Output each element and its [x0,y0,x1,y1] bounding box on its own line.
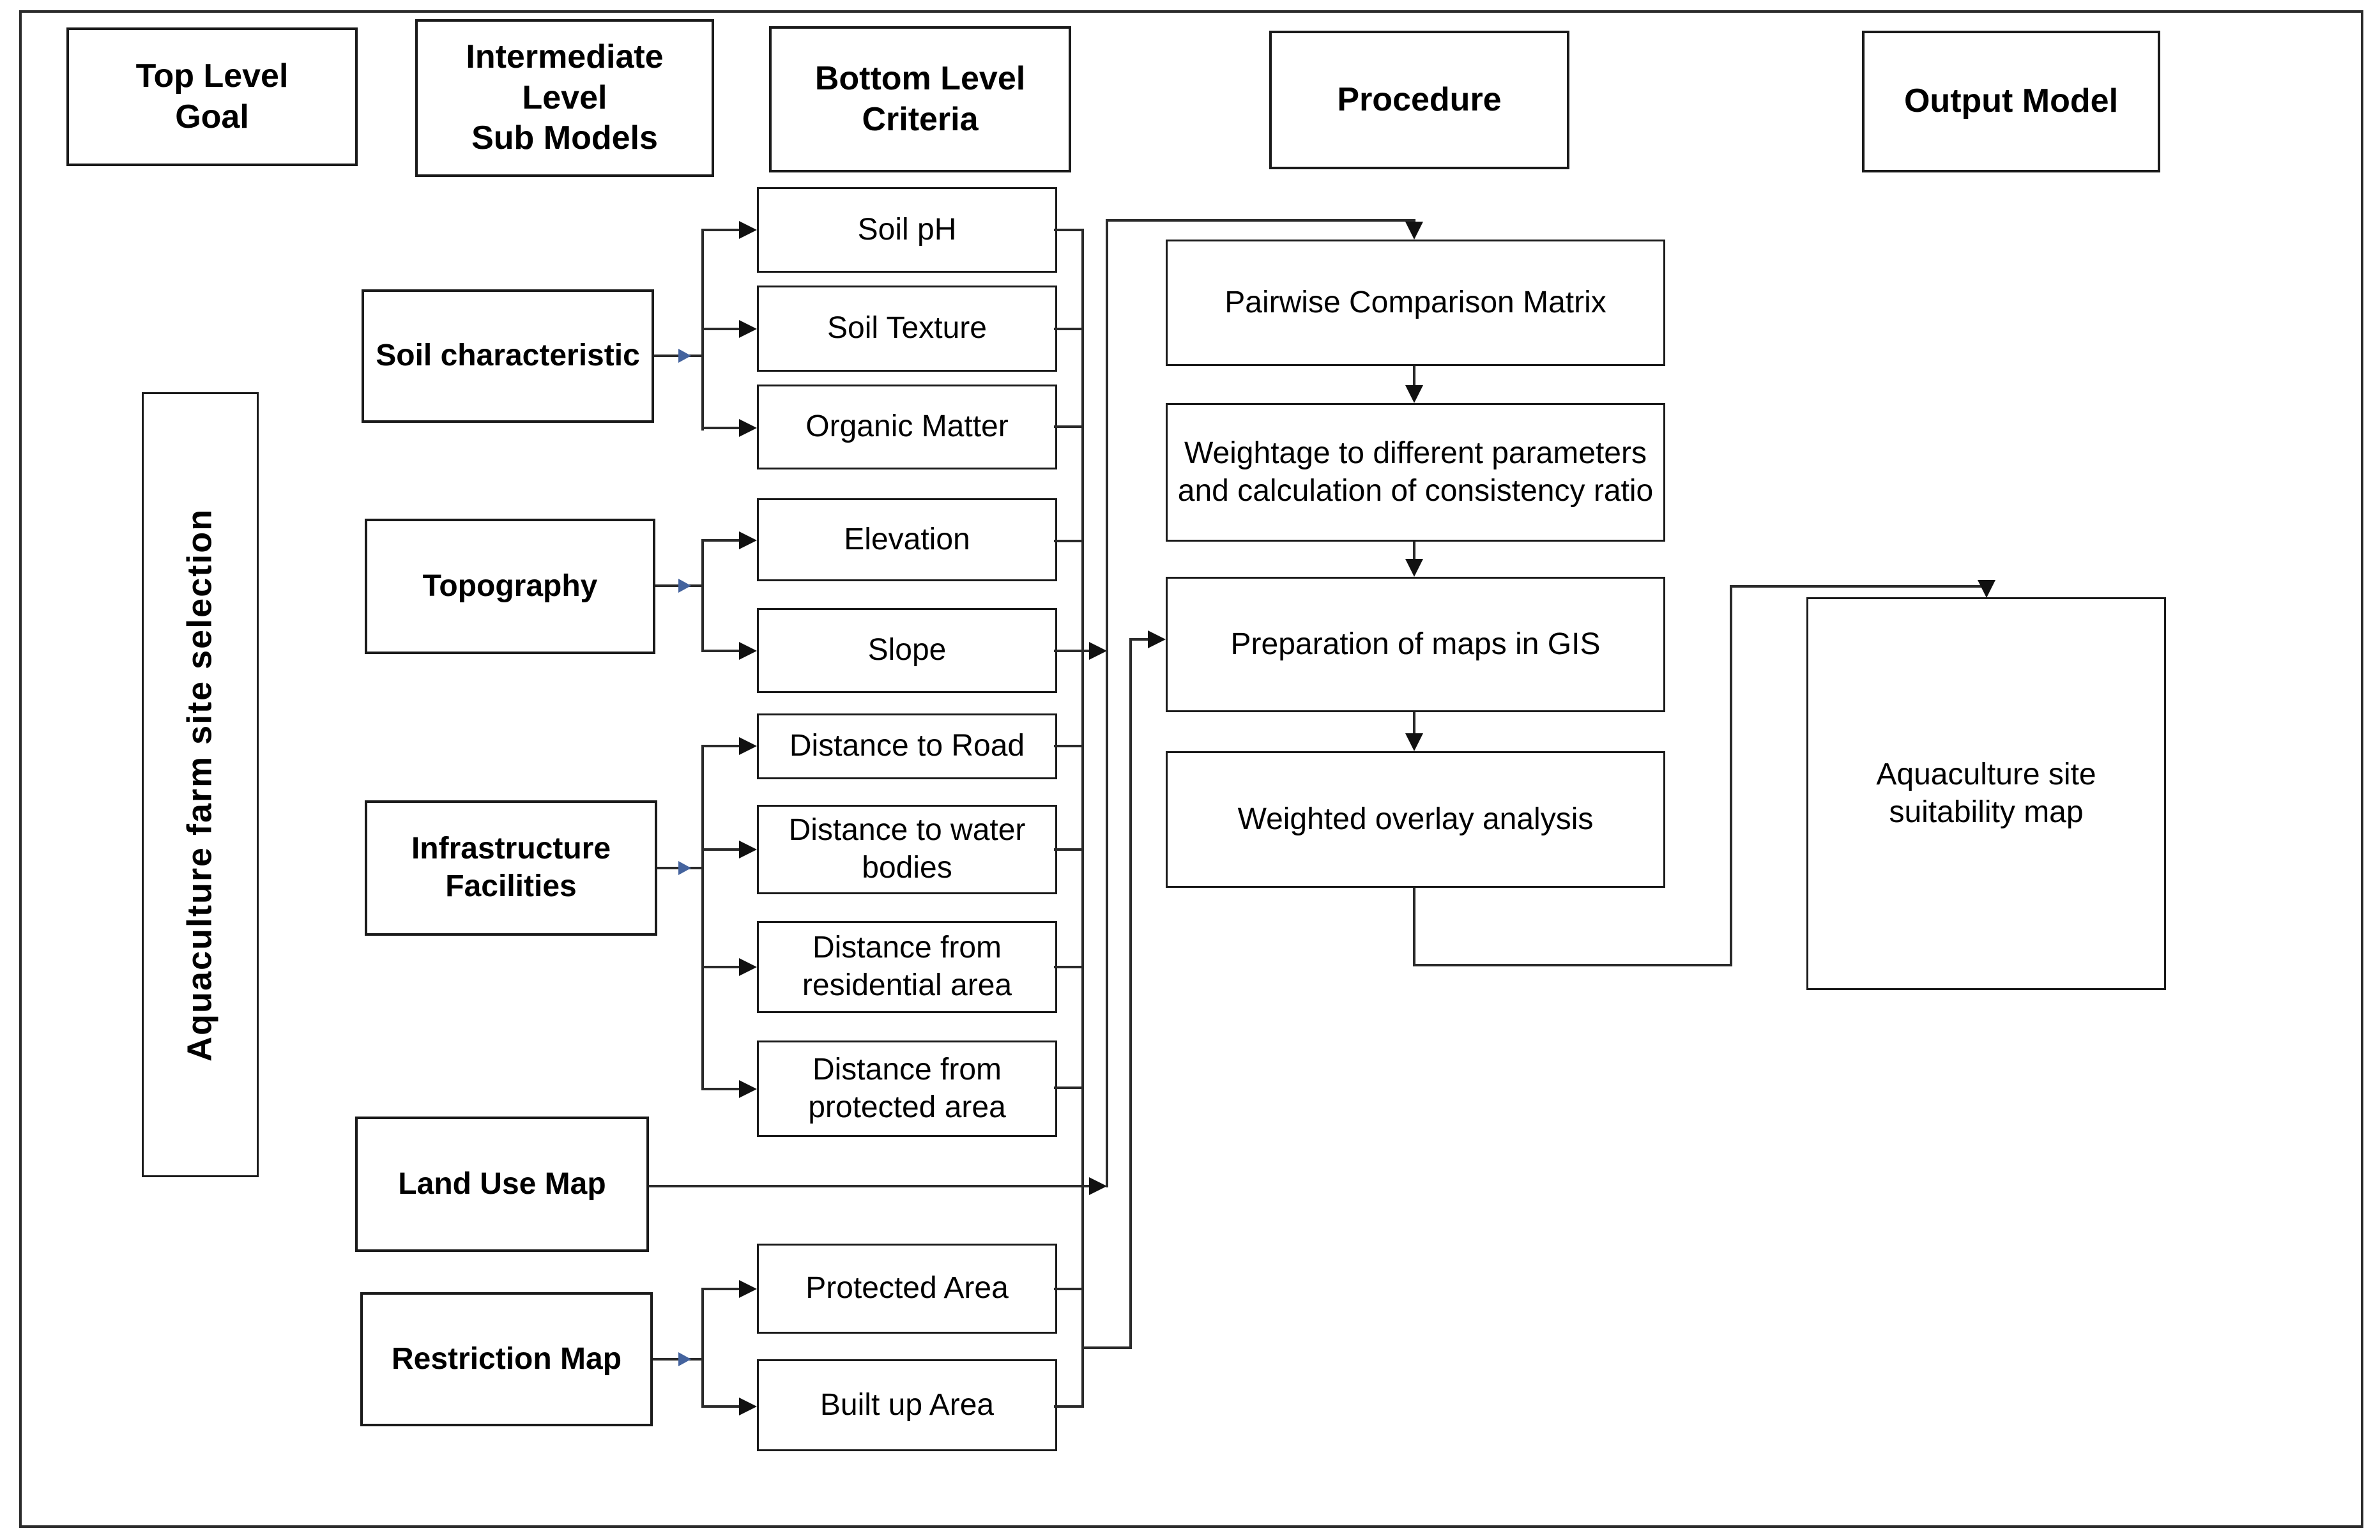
output-aquaculture-site-suitability-map: Aquaculture site suitability map [1806,597,2166,990]
procedure-preparation-of-maps-in-gis: Preparation of maps in GIS [1166,577,1665,712]
arrowhead-slope-to-collector [1089,642,1107,660]
arrowhead-distance-to-road [739,737,757,755]
blue-arrowhead-soil [678,349,691,363]
header-intermediate-level-sub-models: Intermediate Level Sub Models [415,19,714,177]
criteria-protected-area: Protected Area [757,1244,1057,1334]
criteria-organic-matter: Organic Matter [757,385,1057,469]
criteria-built-up-area: Built up Area [757,1359,1057,1451]
criteria-distance-to-water-bodies: Distance to water bodies [757,805,1057,894]
arrowhead-into-preparation-gis [1148,630,1166,648]
pairwise-collector-vline [1106,219,1108,1187]
header-line: Top Level [135,57,289,95]
stub-distance-to-water-bodies [1054,848,1083,851]
output-connector-top-line [1730,585,1988,588]
arrowhead-into-pairwise [1405,222,1423,240]
submodel-soil-characteristic: Soil characteristic [362,289,654,423]
submodel-restriction-map: Restriction Map [360,1292,653,1426]
arrowhead-soil-ph [739,221,757,239]
header-top-level-goal: Top Level Goal [66,27,358,166]
stub-built-up-area [1054,1405,1083,1408]
restriction-junction-stem-line [653,1358,703,1361]
branch-line-soil-texture [703,328,741,330]
procedure-weighted-overlay-analysis: Weighted overlay analysis [1166,751,1665,888]
procedure-pairwise-comparison-matrix: Pairwise Comparison Matrix [1166,240,1665,366]
branch-line-elevation [703,539,741,542]
criteria-soil-texture: Soil Texture [757,286,1057,372]
output-connector-down-stub [1413,888,1415,966]
arrowhead-distance-from-residential [739,958,757,976]
chain-line-weightage-preparation [1413,542,1415,560]
header-line: Criteria [862,100,979,138]
arrowhead-built-up-area [739,1398,757,1415]
criteria-distance-from-residential-area: Distance from residential area [757,921,1057,1013]
land-use-map-line [649,1185,1090,1187]
branch-line-built-up-area [703,1405,741,1408]
header-line: Level [522,79,607,116]
header-procedure: Procedure [1269,31,1569,169]
branch-line-distance-from-residential [703,966,741,968]
topography-junction-vline [701,539,704,652]
stub-soil-texture [1054,328,1083,330]
branch-line-distance-from-protected [703,1088,741,1090]
arrowhead-slope [739,642,757,660]
arrowhead-distance-to-water-bodies [739,841,757,858]
arrowhead-protected-area [739,1280,757,1298]
restriction-junction-vline [701,1288,704,1408]
arrowhead-into-weightage [1405,385,1423,403]
criteria-slope: Slope [757,608,1057,693]
arrowhead-into-overlay [1405,733,1423,751]
infrastructure-junction-vline [701,745,704,1090]
criteria-distance-from-protected-area: Distance from protected area [757,1041,1057,1137]
gis-collector-bottom-tee [1083,1346,1132,1349]
branch-line-distance-to-road [703,745,741,747]
branch-line-protected-area [703,1288,741,1290]
header-bottom-level-criteria: Bottom Level Criteria [769,26,1071,172]
chain-line-preparation-overlay [1413,712,1415,735]
chain-line-pairwise-weightage [1413,366,1415,386]
blue-arrowhead-topography [678,579,691,593]
branch-line-organic-matter [703,427,741,429]
arrowhead-elevation [739,531,757,549]
stub-soil-ph [1054,229,1083,231]
submodel-topography: Topography [365,519,655,654]
header-line: Sub Models [471,119,658,157]
arrowhead-soil-texture [739,320,757,338]
arrowhead-organic-matter [739,419,757,437]
criteria-collector-vline [1081,229,1084,1408]
stub-distance-to-road [1054,745,1083,747]
arrowhead-distance-from-protected [739,1080,757,1098]
stub-elevation [1054,540,1083,542]
arrowhead-land-use-to-collector [1089,1177,1107,1195]
gis-collector-vline [1129,638,1132,1349]
arrowhead-into-preparation [1405,559,1423,577]
slope-to-collector-line [1054,650,1090,652]
header-line: Intermediate [466,38,664,76]
submodel-land-use-map: Land Use Map [355,1117,649,1252]
criteria-distance-to-road: Distance to Road [757,713,1057,779]
pairwise-collector-top-line [1106,219,1415,222]
stub-organic-matter [1054,425,1083,428]
output-connector-bottom-line [1413,964,1732,966]
goal-aquaculture-farm-site-selection: Aquaculture farm site selection [142,392,259,1177]
header-line: Goal [175,98,249,135]
stub-distance-from-protected [1054,1086,1083,1089]
branch-line-slope [703,650,741,652]
header-output-model: Output Model [1862,31,2160,172]
branch-line-distance-to-water-bodies [703,848,741,851]
arrowhead-into-output [1978,580,1995,598]
blue-arrowhead-restriction [678,1352,691,1366]
stub-distance-from-residential [1054,966,1083,968]
output-connector-up-line [1730,585,1732,966]
gis-collector-top-line [1129,638,1150,641]
stub-protected-area [1054,1288,1083,1290]
submodel-infrastructure-facilities: Infrastructure Facilities [365,800,657,936]
blue-arrowhead-infrastructure [678,861,691,875]
branch-line-soil-ph [703,229,741,231]
procedure-weightage-consistency-ratio: Weightage to different parameters and ca… [1166,403,1665,542]
header-line: Bottom Level [814,60,1026,98]
criteria-soil-ph: Soil pH [757,187,1057,273]
criteria-elevation: Elevation [757,498,1057,581]
